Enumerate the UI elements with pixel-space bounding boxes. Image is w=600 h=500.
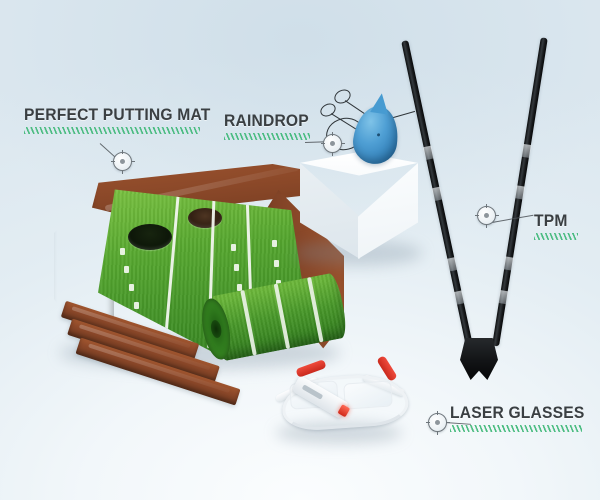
tpm-alignment-sticks-product (401, 34, 564, 384)
callout-label-raindrop: RAINDROP (224, 111, 309, 130)
tpm-stick-marking (520, 143, 532, 159)
callout-perfect-putting-mat: PERFECT PUTTING MAT (24, 105, 211, 134)
mat-dash-mark (120, 248, 125, 255)
callout-tpm: TPM (534, 212, 578, 240)
mat-hole-primary (128, 224, 172, 250)
glasses-lens-right (343, 380, 393, 410)
raindrop-body (350, 103, 402, 167)
callout-underline-hatch (534, 233, 578, 240)
laser-training-glasses-product (270, 355, 418, 454)
mat-dash-mark (234, 264, 239, 271)
tpm-stick-right (492, 37, 548, 347)
target-marker-icon-perfect-putting-mat[interactable] (110, 149, 135, 174)
target-marker-icon-tpm[interactable] (474, 203, 499, 228)
callout-underline-hatch (450, 425, 582, 432)
mat-dash-mark (274, 260, 279, 267)
callout-raindrop: RAINDROP (224, 112, 310, 140)
tpm-stick-marking (446, 257, 458, 272)
white-display-cube (294, 152, 422, 266)
mat-dash-mark (237, 284, 242, 291)
tpm-stick-marking (503, 256, 515, 271)
mat-dash-mark (134, 302, 139, 309)
tpm-stick-marking (497, 289, 509, 305)
mat-dash-mark (129, 284, 134, 291)
glasses-temple-tip-left (295, 359, 327, 378)
target-marker-icon-raindrop[interactable] (320, 131, 345, 156)
tpm-stick-marking (422, 145, 435, 161)
callout-underline-hatch (24, 127, 200, 134)
callout-label-tpm: TPM (534, 211, 568, 230)
mat-dash-mark (272, 240, 277, 247)
target-marker-icon-laser-glasses[interactable] (425, 410, 450, 435)
mat-dash-mark (124, 266, 129, 273)
mat-alignment-line (163, 196, 180, 346)
mat-dash-mark (231, 244, 236, 251)
tpm-stick-marking (514, 185, 526, 200)
callout-underline-hatch (224, 133, 310, 140)
callout-laser-glasses: LASER GLASSES (450, 403, 585, 432)
callout-label-laser-glasses: LASER GLASSES (450, 403, 585, 422)
perfect-putting-mat-product (52, 158, 352, 406)
tpm-stick-marking (453, 290, 465, 305)
callout-label-perfect-putting-mat: PERFECT PUTTING MAT (24, 105, 211, 124)
raindrop-trainer-product (316, 86, 416, 168)
mat-hole-secondary (188, 208, 222, 228)
tpm-stick-marking (431, 186, 443, 202)
tpm-base-wedge (460, 338, 498, 380)
glasses-shadow (276, 422, 402, 444)
